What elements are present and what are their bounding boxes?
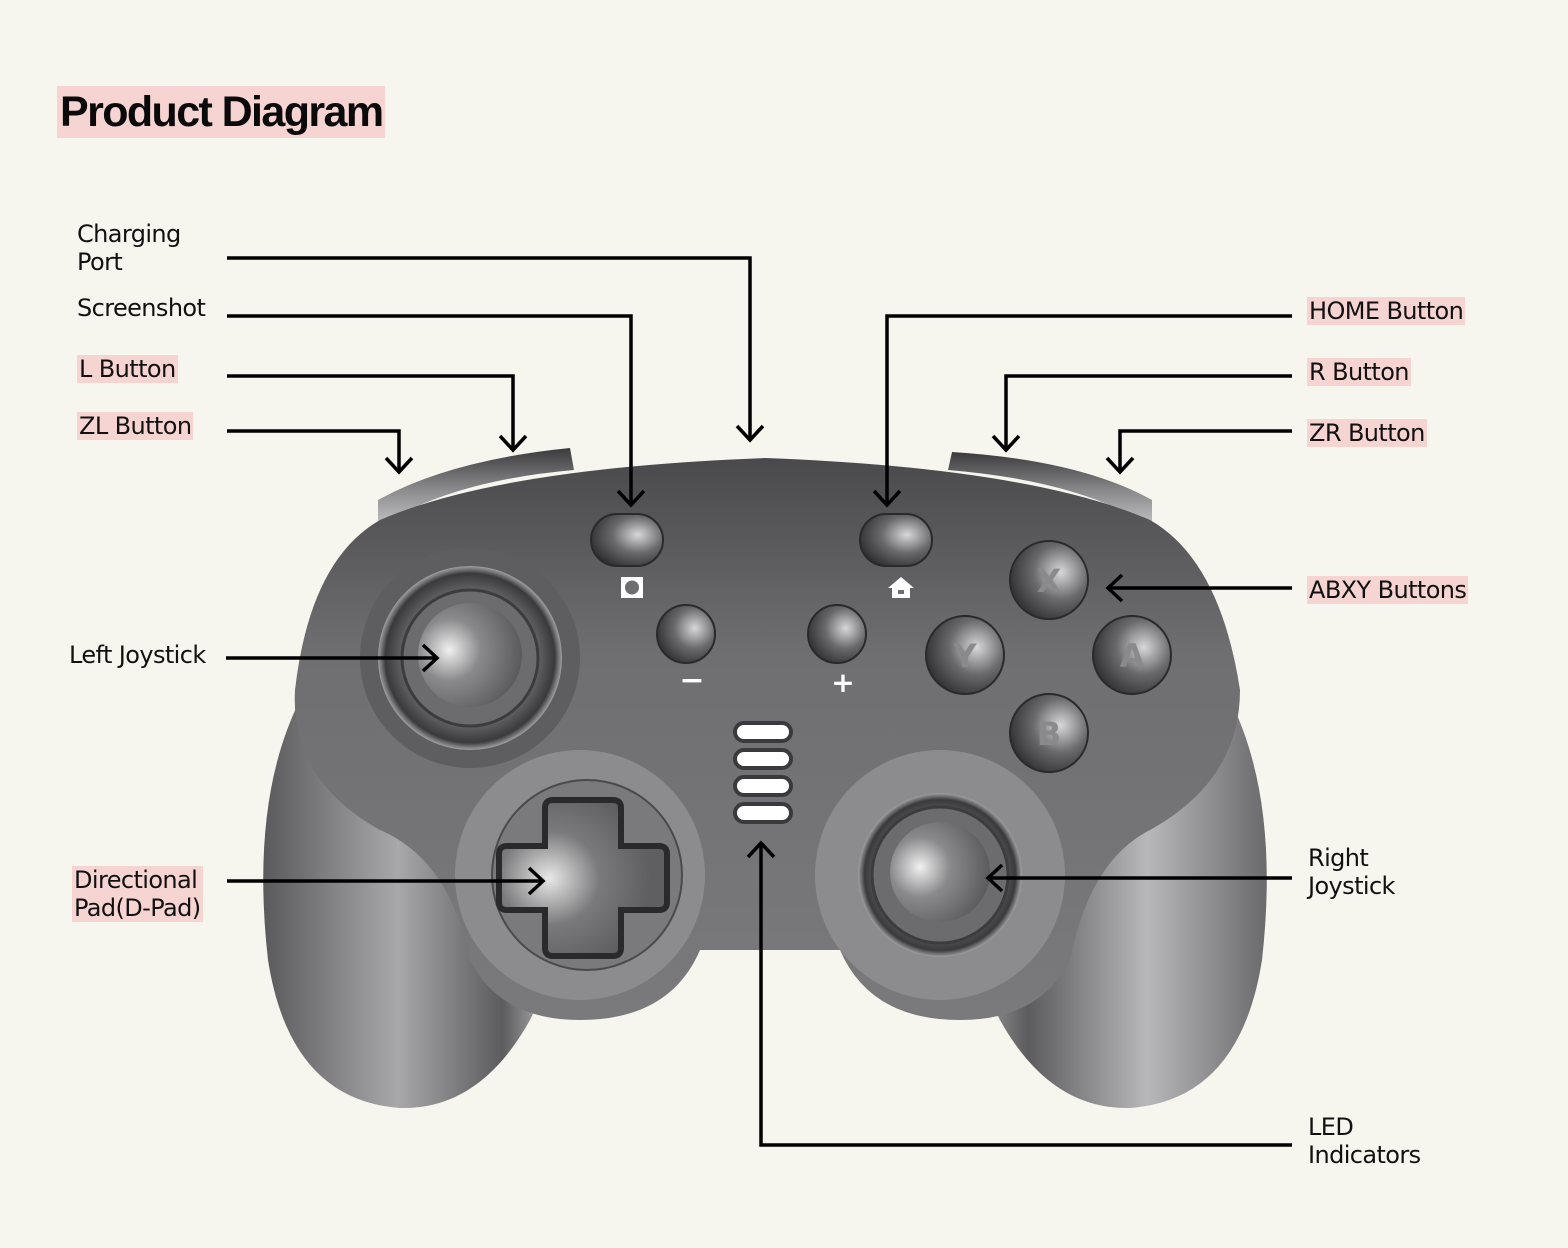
leader-home-button <box>885 314 1292 505</box>
left-joystick[interactable] <box>360 548 580 768</box>
leader-r-button <box>1004 374 1292 450</box>
leader-screenshot <box>227 314 633 505</box>
zl-button[interactable] <box>378 448 574 530</box>
minus-button[interactable] <box>656 604 716 664</box>
screenshot-button[interactable] <box>590 513 664 567</box>
plus-button[interactable] <box>807 604 867 664</box>
y-glyph: Y <box>952 637 977 675</box>
screenshot-icon <box>621 577 643 598</box>
minus-glyph: − <box>679 663 704 698</box>
label-charging-port: Charging Port <box>77 220 181 276</box>
label-r-button: R Button <box>1307 358 1411 386</box>
plus-glyph: + <box>831 666 854 699</box>
leader-zr-button <box>1118 429 1292 472</box>
zr-button[interactable] <box>948 452 1152 530</box>
label-screenshot: Screenshot <box>77 294 206 322</box>
label-home-button: HOME Button <box>1307 297 1466 325</box>
label-abxy-buttons: ABXY Buttons <box>1307 576 1469 604</box>
label-left-joystick: Left Joystick <box>69 641 206 669</box>
dpad[interactable] <box>455 750 705 1000</box>
leader-l-button <box>227 374 515 450</box>
right-joystick[interactable] <box>815 750 1065 1000</box>
x-button[interactable]: X <box>1009 540 1089 620</box>
leader-zl-button <box>227 429 401 472</box>
label-led-indicators: LED Indicators <box>1308 1113 1421 1169</box>
leader-led <box>759 843 1292 1147</box>
a-button[interactable]: A <box>1092 615 1172 695</box>
x-glyph: X <box>1037 562 1062 600</box>
page-title: Product Diagram <box>57 86 386 138</box>
label-l-button: L Button <box>77 355 178 383</box>
label-zr-button: ZR Button <box>1307 419 1427 447</box>
label-dpad: Directional Pad(D-Pad) <box>72 866 203 922</box>
home-icon <box>888 577 914 598</box>
label-zl-button: ZL Button <box>77 412 194 440</box>
label-right-joystick: Right Joystick <box>1308 844 1395 900</box>
y-button[interactable]: Y <box>925 615 1005 695</box>
led-indicators <box>733 721 793 824</box>
leader-lines <box>226 256 1292 1147</box>
home-button[interactable] <box>859 513 933 567</box>
arrowhead-charging-port <box>735 424 765 443</box>
leader-charging-port <box>227 256 752 440</box>
a-glyph: A <box>1120 637 1145 675</box>
b-glyph: B <box>1037 715 1061 753</box>
b-button[interactable]: B <box>1009 693 1089 773</box>
